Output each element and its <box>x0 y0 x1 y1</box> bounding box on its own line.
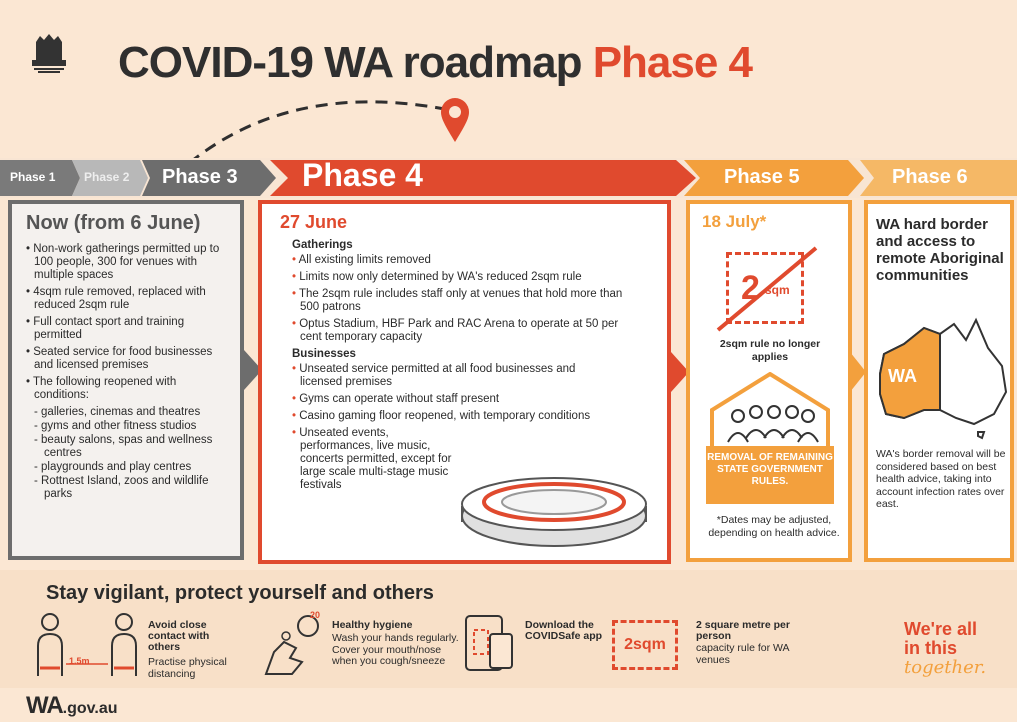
strikethrough-icon <box>716 246 818 332</box>
title-accent-text: Phase 4 <box>592 38 753 87</box>
list-item: The following reopened with conditions: <box>26 376 232 402</box>
phase-3-date: Now (from 6 June) <box>26 212 201 234</box>
list-item: The 2sqm rule includes staff only at ven… <box>292 288 637 314</box>
map-wa-label: WA <box>888 366 917 386</box>
tagline-line-1: We're all <box>904 619 977 639</box>
timer-label: 20 <box>310 610 321 620</box>
handwash-icon <box>264 615 319 675</box>
tagline-line-2: in this <box>904 638 957 658</box>
list-item: galleries, cinemas and theatres <box>34 406 234 419</box>
australia-map-icon <box>879 317 1008 440</box>
phase-1-label: Phase 1 <box>10 170 56 184</box>
tagline-line-3: together. <box>904 657 987 678</box>
phase-4-label: Phase 4 <box>302 157 423 193</box>
wa-crest-icon <box>28 30 70 74</box>
list-item: 4sqm rule removed, replaced with reduced… <box>26 286 232 312</box>
phase-4-panel: 27 June Gatherings All existing limits r… <box>258 200 671 564</box>
list-item: Optus Stadium, HBF Park and RAC Arena to… <box>292 318 637 344</box>
gatherings-list: All existing limits removed Limits now o… <box>292 254 637 344</box>
list-item: Unseated events, performances, live musi… <box>292 427 460 492</box>
physical-distancing-icon <box>37 613 137 676</box>
sqm-icon: 2sqm <box>612 620 678 670</box>
tip-4-text: capacity rule for WA venues <box>696 642 789 666</box>
list-item: Casino gaming floor reopened, with tempo… <box>292 410 607 423</box>
border-note: WA's border removal will be considered b… <box>876 448 1006 510</box>
list-item: playgrounds and play centres <box>34 461 234 474</box>
list-item: Seated service for food businesses and l… <box>26 346 232 372</box>
list-item: Gyms can operate without staff present <box>292 393 607 406</box>
list-item: Unseated service permitted at all food b… <box>292 363 607 389</box>
arrow-connector <box>671 352 689 392</box>
rule-text: 2sqm rule no longer applies <box>719 338 821 363</box>
list-item: Full contact sport and training permitte… <box>26 316 232 342</box>
dates-note: *Dates may be adjusted, depending on hea… <box>708 514 840 539</box>
tip-1-title: Avoid close contact with others <box>148 619 210 653</box>
phase-5-label: Phase 5 <box>724 166 800 188</box>
vigilant-heading: Stay vigilant, protect yourself and othe… <box>46 582 434 604</box>
tip-4-title: 2 square metre per person <box>696 619 790 642</box>
page-title: COVID-19 WA roadmap Phase 4 <box>118 38 753 88</box>
tip-2-title: Healthy hygiene <box>332 619 413 631</box>
phase-3-list: Non-work gatherings permitted up to 100 … <box>26 243 232 402</box>
tip-2-text: Wash your hands regularly. Cover your mo… <box>332 632 459 667</box>
phase-3-panel: Now (from 6 June) Non-work gatherings pe… <box>8 200 244 560</box>
list-item: All existing limits removed <box>292 254 637 267</box>
title-main-text: COVID-19 WA roadmap <box>118 38 582 87</box>
wa-gov-logo: WA.gov.au <box>26 692 118 720</box>
phase-6-label: Phase 6 <box>892 166 968 188</box>
businesses-list: Unseated service permitted at all food b… <box>292 363 607 492</box>
phase-arrows <box>0 160 1017 196</box>
businesses-heading: Businesses <box>292 348 356 360</box>
location-pin-icon <box>441 98 469 142</box>
tagline: We're all in this together. <box>904 619 987 678</box>
phase-5-panel: 18 July* 2 sqm 2sqm rule no longer appli… <box>686 200 852 562</box>
logo-main: WA <box>26 692 64 719</box>
list-item: gyms and other fitness studios <box>34 420 234 433</box>
stadium-icon <box>461 477 647 547</box>
gatherings-heading: Gatherings <box>292 239 353 251</box>
tip-3-title: Download the COVIDSafe app <box>525 619 603 642</box>
list-item: Non-work gatherings permitted up to 100 … <box>26 243 232 282</box>
removal-banner: REMOVAL OF REMAINING STATE GOVERNMENT RU… <box>706 446 834 504</box>
phase-3-sublist: galleries, cinemas and theatres gyms and… <box>34 406 234 501</box>
phase-3-label: Phase 3 <box>162 166 238 188</box>
list-item: Limits now only determined by WA's reduc… <box>292 271 637 284</box>
phase-4-date: 27 June <box>280 212 348 232</box>
arrow-connector <box>244 350 262 390</box>
distance-label: 1.5m <box>69 656 90 666</box>
list-item: beauty salons, spas and wellness centres <box>34 434 234 460</box>
tip-1-text: Practise physical distancing <box>148 656 227 680</box>
logo-suffix: .gov.au <box>62 700 118 717</box>
arrow-connector <box>850 352 866 392</box>
phase-2-label: Phase 2 <box>84 170 130 184</box>
phase-6-heading: WA hard border and access to remote Abor… <box>876 216 1004 284</box>
phone-app-icon <box>465 615 513 671</box>
phase-6-panel: WA hard border and access to remote Abor… <box>864 200 1014 562</box>
list-item: Rottnest Island, zoos and wildlife parks <box>34 475 234 501</box>
phase-5-date: 18 July* <box>702 212 767 231</box>
